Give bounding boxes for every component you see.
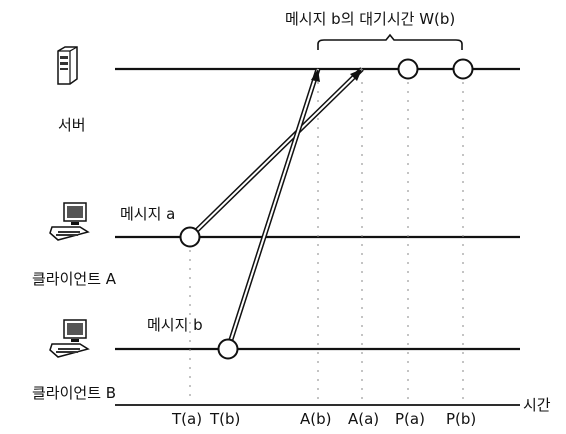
- tick-label: T(a): [171, 410, 202, 428]
- bracket-label: 메시지 b의 대기시간 W(b): [285, 10, 455, 28]
- tick-label: T(b): [209, 410, 240, 428]
- server-icon: [57, 46, 78, 85]
- process-b-point: [452, 58, 474, 80]
- message-b-arrow: [225, 68, 321, 350]
- tick-label: A(a): [348, 410, 379, 428]
- message-a-arrow: [188, 67, 364, 239]
- computer-icon: [49, 319, 90, 358]
- wait-time-bracket: [317, 33, 463, 50]
- client-a-label: 클라이언트 A: [32, 270, 117, 288]
- message-b-label: 메시지 b: [147, 316, 203, 334]
- axis-label: 시간: [523, 396, 551, 414]
- message-b-send-point: [217, 338, 239, 360]
- message-a-send-point: [179, 226, 201, 248]
- tick-label: P(b): [446, 410, 476, 428]
- server-label: 서버: [58, 116, 86, 134]
- tick-label: P(a): [395, 410, 425, 428]
- computer-icon: [49, 202, 90, 241]
- tick-label: A(b): [300, 410, 332, 428]
- message-a-label: 메시지 a: [120, 205, 175, 223]
- process-a-point: [397, 58, 419, 80]
- client-b-label: 클라이언트 B: [32, 384, 116, 402]
